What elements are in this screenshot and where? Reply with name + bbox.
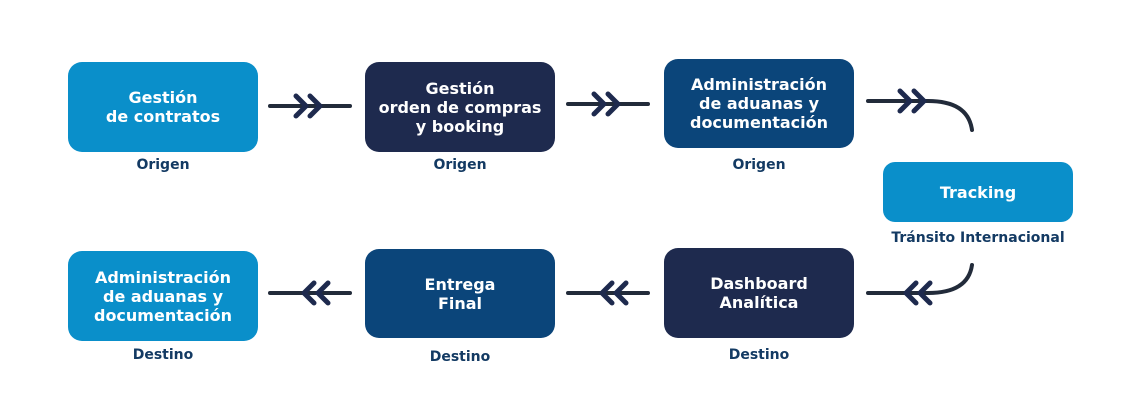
step-label-transito: Tránsito Internacional xyxy=(891,230,1065,246)
step-dashboard-analitica: Dashboard Analítica xyxy=(664,248,854,338)
step-aduanas-origen: Administración de aduanas y documentació… xyxy=(664,59,854,148)
double-chevron-left-icon xyxy=(599,280,629,306)
double-chevron-left-icon xyxy=(903,280,933,306)
step-label-origen: Origen xyxy=(433,157,487,173)
step-label-destino: Destino xyxy=(429,349,491,365)
double-chevron-right-icon xyxy=(897,88,927,114)
step-aduanas-destino: Administración de aduanas y documentació… xyxy=(68,251,258,341)
step-text: Entrega Final xyxy=(424,274,496,313)
connector-curve-top xyxy=(866,99,974,132)
double-chevron-left-icon xyxy=(301,280,331,306)
step-orden-compras: Gestión orden de compras y booking xyxy=(365,62,555,152)
step-text: Tracking xyxy=(939,182,1017,202)
step-label-destino: Destino xyxy=(132,347,194,363)
step-text: Gestión de contratos xyxy=(105,88,221,126)
step-gestion-contratos: Gestión de contratos xyxy=(68,62,258,152)
step-entrega-final: Entrega Final xyxy=(365,249,555,338)
step-text: Gestión orden de compras y booking xyxy=(378,78,542,136)
step-text: Dashboard Analítica xyxy=(710,274,808,312)
step-label-destino: Destino xyxy=(728,347,790,363)
step-text: Administración de aduanas y documentació… xyxy=(93,267,233,325)
step-text: Administración de aduanas y documentació… xyxy=(689,75,829,132)
step-label-origen: Origen xyxy=(732,157,786,173)
connector-curve-bottom xyxy=(866,263,974,295)
double-chevron-right-icon xyxy=(293,93,323,119)
step-tracking: Tracking xyxy=(883,162,1073,222)
step-label-origen: Origen xyxy=(136,157,190,173)
double-chevron-right-icon xyxy=(591,91,621,117)
